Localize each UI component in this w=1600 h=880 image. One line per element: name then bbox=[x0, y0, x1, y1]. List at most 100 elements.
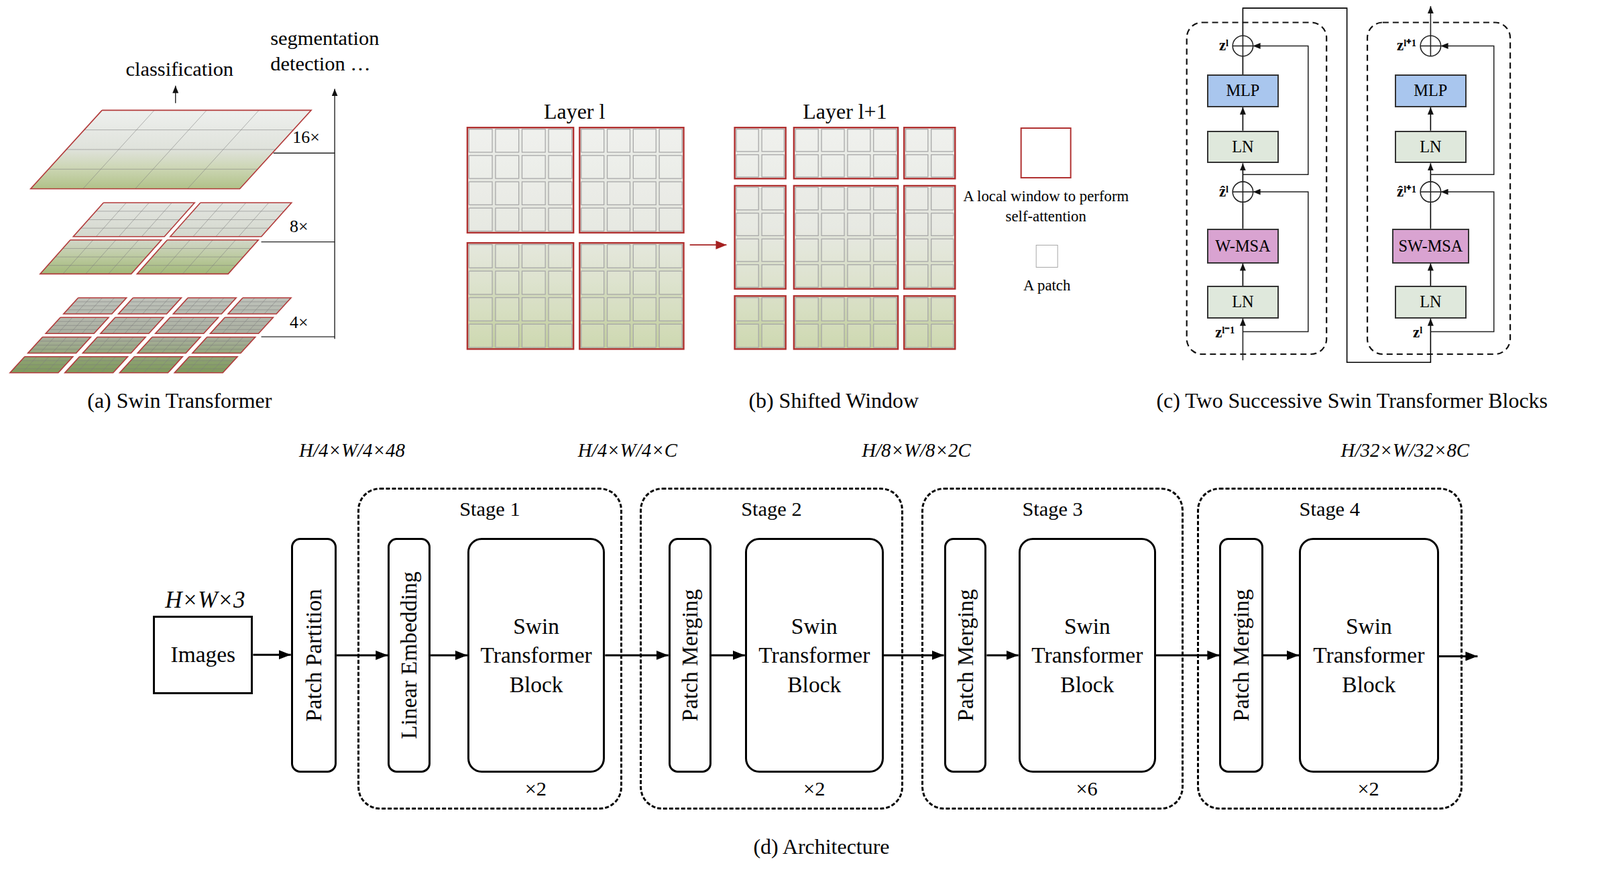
patch-square bbox=[736, 238, 759, 262]
label-holder: ×6 bbox=[1075, 775, 1098, 802]
figure-label: (c) Two Successive Swin Transformer Bloc… bbox=[1156, 388, 1548, 413]
feature-map-window bbox=[170, 202, 292, 237]
patch-square bbox=[795, 154, 819, 178]
box-label: LN bbox=[1231, 292, 1254, 312]
window-outline bbox=[793, 295, 898, 349]
patch-square bbox=[607, 155, 631, 179]
patch-grid-line bbox=[123, 368, 172, 369]
patch-grid-line bbox=[17, 364, 66, 365]
patch-grid-line bbox=[141, 348, 190, 350]
label-holder: classification bbox=[126, 56, 235, 82]
patch-grid-line bbox=[205, 240, 236, 275]
figure-label: ẑˡ⁺¹ bbox=[1396, 183, 1417, 200]
patch-grid-line bbox=[180, 305, 229, 306]
adder-cross bbox=[1242, 181, 1244, 202]
label-holder: 16× bbox=[292, 126, 320, 149]
patch-square bbox=[873, 297, 897, 322]
patch-square bbox=[795, 129, 819, 152]
merging-box: Patch Merging bbox=[668, 537, 712, 773]
patch-square bbox=[761, 238, 784, 262]
legend-entry: A local window to perform self-attention bbox=[958, 127, 1133, 227]
connector-arrow bbox=[1263, 653, 1299, 656]
partition-box: Patch Partition bbox=[291, 537, 337, 773]
connector-arrow bbox=[986, 653, 1018, 656]
patch-square bbox=[821, 238, 845, 262]
patch-grid-line bbox=[122, 309, 171, 310]
patch-square bbox=[468, 297, 493, 322]
patch-square bbox=[847, 238, 871, 262]
label-holder: H×W×3 bbox=[164, 585, 245, 615]
window-outline bbox=[467, 242, 574, 349]
figure-label: Layer l bbox=[543, 99, 605, 124]
patch-square bbox=[847, 264, 871, 288]
feature-map-window bbox=[30, 109, 312, 189]
window-outline bbox=[137, 337, 201, 354]
window-outline bbox=[173, 297, 237, 314]
figure-label: Layer l+1 bbox=[802, 99, 887, 124]
label-holder: segmentation detection … bbox=[270, 25, 414, 77]
window-outline bbox=[734, 295, 786, 349]
patch-square bbox=[821, 213, 845, 237]
patch-square bbox=[495, 244, 520, 269]
window-image bbox=[467, 127, 574, 233]
figure-label: ẑˡ bbox=[1219, 183, 1229, 200]
feature-map-window bbox=[63, 297, 127, 314]
connector-arrow bbox=[252, 653, 291, 656]
stage-heading: Stage 3 bbox=[923, 496, 1182, 522]
feature-map-window bbox=[10, 356, 74, 373]
feature-map-window bbox=[192, 337, 256, 354]
input-box: Images bbox=[152, 615, 253, 695]
patch-grid-line bbox=[86, 348, 135, 350]
patch-square bbox=[607, 323, 631, 348]
window-outline bbox=[30, 109, 312, 189]
patch-grid-line bbox=[67, 309, 116, 310]
window-outline bbox=[734, 185, 786, 290]
patch-grid-line bbox=[54, 256, 147, 258]
layernorm-box: LN bbox=[1207, 285, 1279, 319]
stage-heading: Stage 2 bbox=[641, 496, 902, 522]
window-outline bbox=[579, 127, 684, 233]
box-label: MLP bbox=[1413, 81, 1448, 100]
figure-label: zˡ⁻¹ bbox=[1215, 323, 1235, 341]
patch-square bbox=[761, 323, 784, 348]
tap-line bbox=[273, 152, 335, 154]
patch-grid-line bbox=[81, 317, 97, 334]
patch-square bbox=[736, 187, 759, 210]
patch-square bbox=[548, 207, 573, 231]
box-label: W-MSA bbox=[1215, 236, 1271, 256]
window-image bbox=[793, 185, 898, 290]
output-arrow bbox=[175, 85, 176, 104]
patch-grid-line bbox=[64, 337, 80, 354]
figure-label: H/4×W/4×C bbox=[578, 439, 678, 461]
patch-square bbox=[821, 187, 845, 210]
figure-label: (d) Architecture bbox=[753, 834, 890, 859]
patch-square bbox=[873, 323, 897, 348]
window-outline bbox=[45, 317, 109, 334]
adder-circle bbox=[1232, 181, 1253, 202]
output-arrow bbox=[333, 88, 335, 339]
window-outline bbox=[467, 127, 574, 233]
stage-group: Stage 2Patch MergingSwin Transformer Blo… bbox=[639, 487, 904, 809]
patch-square bbox=[795, 213, 819, 237]
adder-circle bbox=[1420, 35, 1441, 56]
patch-square bbox=[633, 129, 656, 153]
patch-square bbox=[821, 264, 845, 288]
patch-square bbox=[795, 297, 819, 322]
label-holder: zˡ⁺¹ bbox=[1396, 36, 1417, 56]
patch-square bbox=[905, 264, 929, 288]
patch-square bbox=[905, 213, 929, 237]
label-holder: 8× bbox=[289, 215, 309, 238]
label-holder: Layer l bbox=[543, 98, 605, 126]
box-label: Swin Transformer Block bbox=[477, 611, 595, 700]
window-outline bbox=[174, 356, 238, 373]
feature-map-window bbox=[82, 337, 146, 354]
figure-label: H×W×3 bbox=[164, 586, 245, 613]
window-outline bbox=[903, 185, 955, 290]
patch-square bbox=[761, 297, 784, 322]
patch-grid-line bbox=[228, 337, 244, 354]
shift-arrow bbox=[690, 244, 727, 246]
mlp-box: MLP bbox=[1207, 74, 1279, 108]
box-label: Images bbox=[170, 641, 236, 668]
box-label: LN bbox=[1419, 292, 1442, 312]
legend-text: A local window to perform self-attention bbox=[958, 186, 1133, 226]
